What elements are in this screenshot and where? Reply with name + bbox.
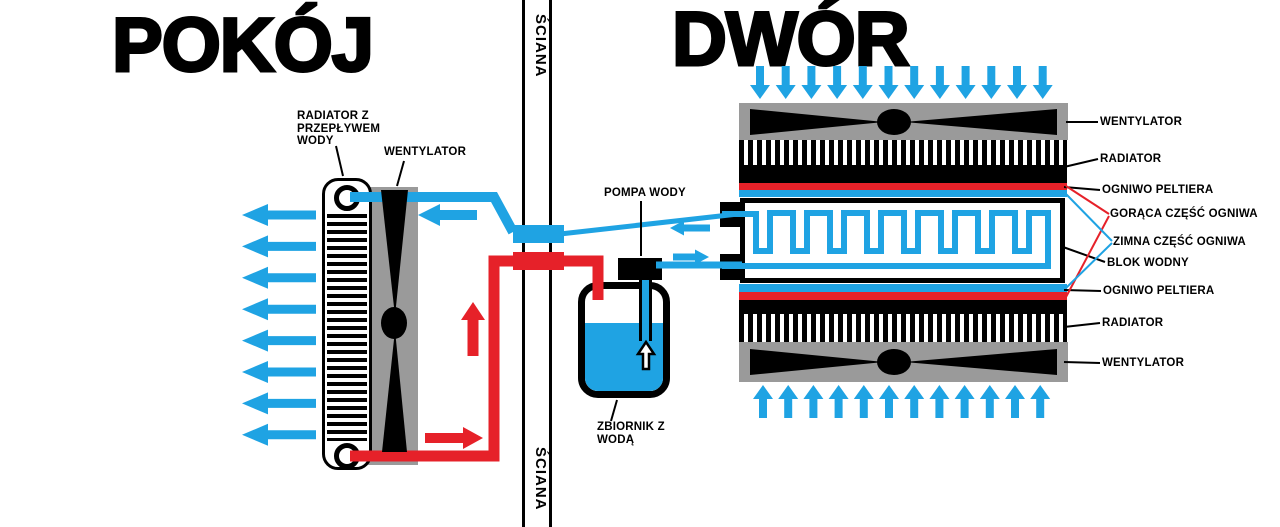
fan-intake-arrow xyxy=(418,204,477,226)
peltier-bottom-hot-side xyxy=(739,292,1067,300)
outdoor-exhaust-arrow xyxy=(853,385,874,418)
outdoor-exhaust-arrow xyxy=(904,385,925,418)
pointer-peltier-bottom xyxy=(1063,289,1102,292)
pointer-fan-bottom xyxy=(1063,361,1101,364)
outdoor-intake-arrow xyxy=(955,66,976,99)
outdoor-intake-arrow xyxy=(1032,66,1053,99)
outdoor-exhaust-arrow xyxy=(828,385,849,418)
outdoor-exhaust-arrow xyxy=(979,385,1000,418)
cold-side-pointers xyxy=(1065,193,1113,289)
outdoor-exhaust-arrow xyxy=(879,385,899,418)
outdoor-label-peltier-top: OGNIWO PELTIERA xyxy=(1102,184,1214,196)
room-airflow-arrow xyxy=(242,423,316,446)
water-block-inlet-stub xyxy=(720,202,742,227)
pointer-room-fan xyxy=(396,160,405,187)
tank-water xyxy=(585,323,663,391)
pump-label: POMPA WODY xyxy=(604,187,686,199)
room-title: POKÓJ xyxy=(110,3,375,88)
peltier-bottom-cold-side xyxy=(739,284,1067,292)
pointer-radiator-bottom xyxy=(1063,322,1101,328)
outdoor-radiator-bottom-base xyxy=(739,300,1067,314)
room-fan xyxy=(368,187,418,465)
room-radiator-fins xyxy=(327,214,367,441)
outdoor-label-fan-bottom: WENTYLATOR xyxy=(1102,357,1185,369)
wall-label-top: ŚCIANA xyxy=(532,14,549,78)
outdoor-radiator-top-base xyxy=(739,165,1067,183)
outdoor-exhaust-arrow xyxy=(778,385,799,418)
outdoor-label-peltier-bottom: OGNIWO PELTIERA xyxy=(1103,285,1215,297)
radiator-outlet-port xyxy=(334,443,360,469)
room-fan-label: WENTYLATOR xyxy=(384,146,467,158)
room-airflow-arrow xyxy=(242,266,316,289)
outdoor-radiator-bottom-fins xyxy=(739,314,1067,342)
room-airflow-arrow xyxy=(242,329,316,352)
outdoor-exhaust-arrow xyxy=(954,385,975,418)
outdoor-fan-top xyxy=(739,103,1068,140)
outdoor-intake-arrow xyxy=(1007,66,1027,99)
peltier-top-hot-side xyxy=(739,183,1067,190)
pointer-radiator-top xyxy=(1063,158,1099,168)
outdoor-label-water-block: BLOK WODNY xyxy=(1107,257,1189,269)
room-radiator-label: RADIATOR Z PRZEPŁYWEM WODY xyxy=(297,110,381,147)
tank-label: ZBIORNIK Z WODĄ xyxy=(597,421,665,446)
outdoor-label-radiator-bottom: RADIATOR xyxy=(1102,317,1164,329)
pointer-room-radiator xyxy=(335,145,344,177)
cold-water-supply-arrow xyxy=(673,249,709,265)
pointer-tank xyxy=(610,399,618,422)
outdoor-exhaust-arrow xyxy=(1005,385,1025,418)
outdoor-exhaust-arrow xyxy=(803,385,824,418)
water-pump xyxy=(618,258,662,280)
radiator-inlet-port xyxy=(334,185,360,211)
outdoor-exhaust-arrow xyxy=(929,385,950,418)
room-airflow-arrow xyxy=(242,361,316,383)
peltier-top-cold-side xyxy=(739,190,1067,197)
hot-water-right-arrow xyxy=(425,427,483,449)
outdoor-intake-arrow xyxy=(929,66,950,99)
room-airflow-arrow xyxy=(242,235,316,258)
pointer-cold-side xyxy=(1065,193,1113,242)
outdoor-label-fan-top: WENTYLATOR xyxy=(1100,116,1183,128)
pointer-water-block xyxy=(1062,246,1106,263)
pointer-cold-side xyxy=(1065,242,1113,289)
outdoor-label-cold-side: ZIMNA CZĘŚĆ OGNIWA xyxy=(1113,236,1246,248)
water-block xyxy=(740,198,1065,283)
outside-title: DWÓR xyxy=(671,0,912,82)
outdoor-label-radiator-top: RADIATOR xyxy=(1100,153,1162,165)
outdoor-intake-arrow xyxy=(981,66,1002,99)
cold-water-return-arrow xyxy=(670,220,710,236)
outdoor-exhaust-arrow xyxy=(753,385,773,418)
outdoor-exhaust-arrow xyxy=(1030,385,1051,418)
room-airflow-arrow xyxy=(242,204,316,226)
room-airflow-arrow xyxy=(242,392,316,415)
water-block-outlet-stub xyxy=(720,254,742,280)
pointer-peltier-top xyxy=(1063,186,1101,191)
hot-water-up-arrow xyxy=(461,302,485,356)
cold-pipe-return xyxy=(559,211,739,237)
wall-label-bottom: ŚCIANA xyxy=(532,447,549,511)
outdoor-fan-bottom xyxy=(739,342,1068,382)
room-airflow-arrow xyxy=(242,298,316,321)
outdoor-radiator-top-fins xyxy=(739,140,1067,165)
outdoor-label-hot-side: GORĄCA CZĘŚĆ OGNIWA xyxy=(1110,208,1258,220)
water-tank xyxy=(578,282,670,398)
hot-side-pointers xyxy=(1065,185,1110,298)
